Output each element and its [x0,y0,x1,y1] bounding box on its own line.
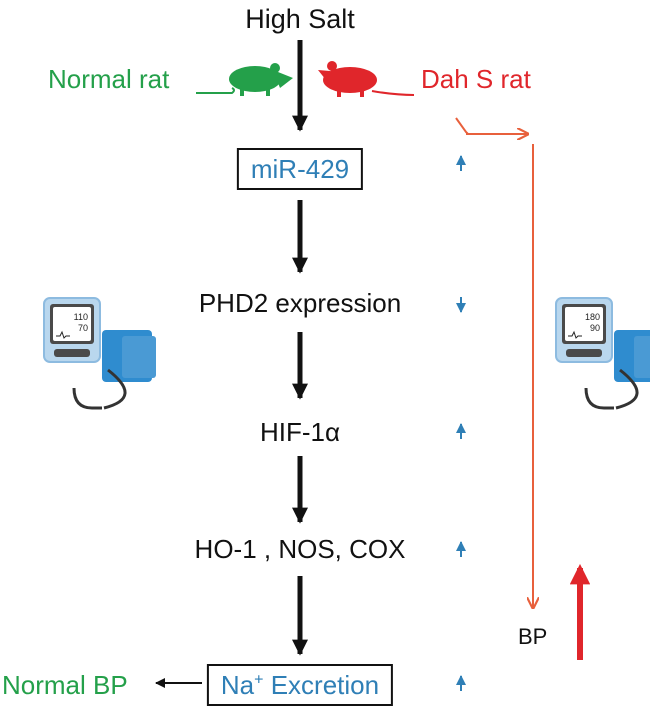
normal-bp-label: Normal BP [2,670,128,700]
step-na-excretion: Na+ Excretion [206,664,394,706]
monitor-left-systolic: 110 [74,312,88,322]
monitor-right-diastolic: 90 [590,323,600,333]
na-charge: + [254,671,264,689]
na-symbol: Na [220,670,255,700]
normal-rat-icon [196,63,293,96]
excretion-word: Excretion [263,670,380,700]
monitor-left-diastolic: 70 [78,323,88,333]
dahl-bp-label: BP [518,624,548,649]
diagram-title: High Salt [245,4,355,34]
dahl-rat-icon [318,61,415,97]
monitor-right-systolic: 180 [585,312,600,322]
step-hif1a: HIF-1α [259,417,341,447]
bp-monitor-left-icon: 110 70 [43,297,156,410]
step-mir429: miR-429 [236,148,364,190]
step-ho1-nos-cox: HO-1 , NOS, COX [194,534,406,564]
dahl-bypass-branch [455,117,469,135]
step-phd2-expression: PHD2 expression [198,288,402,318]
normal-rat-label: Normal rat [48,64,170,94]
bp-monitor-right-icon: 180 90 [555,297,650,410]
dahl-rat-label: Dah S rat [421,64,531,94]
